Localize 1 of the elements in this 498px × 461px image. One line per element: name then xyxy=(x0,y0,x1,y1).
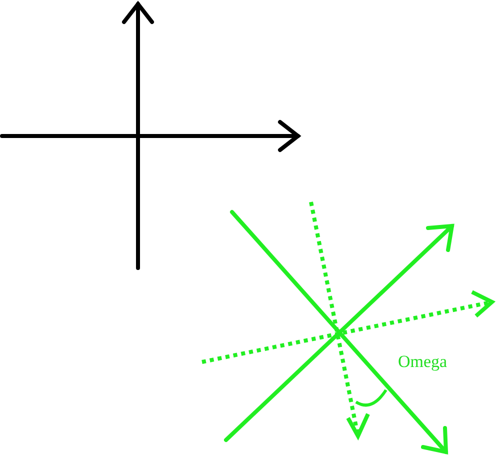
angle-label: Omega xyxy=(398,352,448,372)
